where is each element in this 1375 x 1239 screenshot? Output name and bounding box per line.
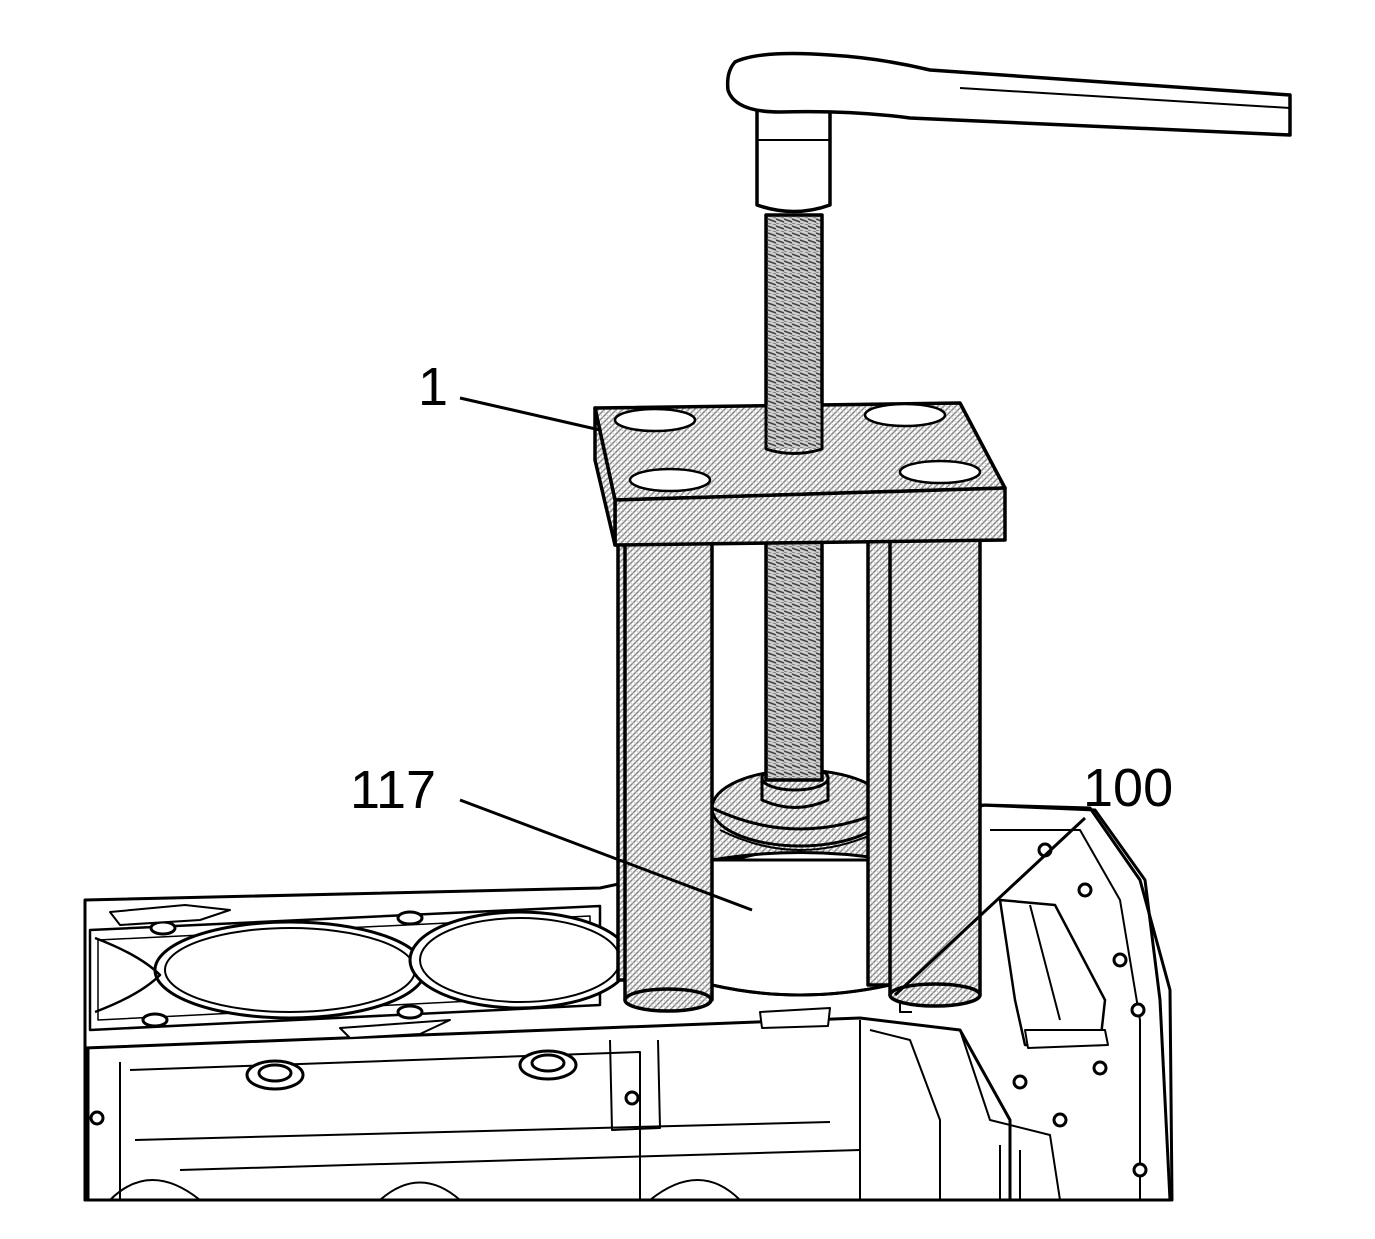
top-plate-side	[593, 406, 617, 547]
puller-tool-1	[593, 51, 1292, 1013]
callout-labels: 1 117 100	[350, 357, 1173, 820]
leader-line-1	[459, 396, 601, 432]
leader-line-100	[893, 816, 1087, 997]
ratchet-handle	[725, 51, 1292, 137]
callout-117: 117	[350, 760, 436, 820]
leader-line-117	[459, 798, 753, 912]
callout-100: 100	[1083, 758, 1173, 818]
adapter-117	[710, 764, 892, 997]
callout-1: 1	[418, 357, 448, 417]
leader-lines	[459, 396, 1087, 997]
top-plate-front	[613, 486, 1007, 547]
